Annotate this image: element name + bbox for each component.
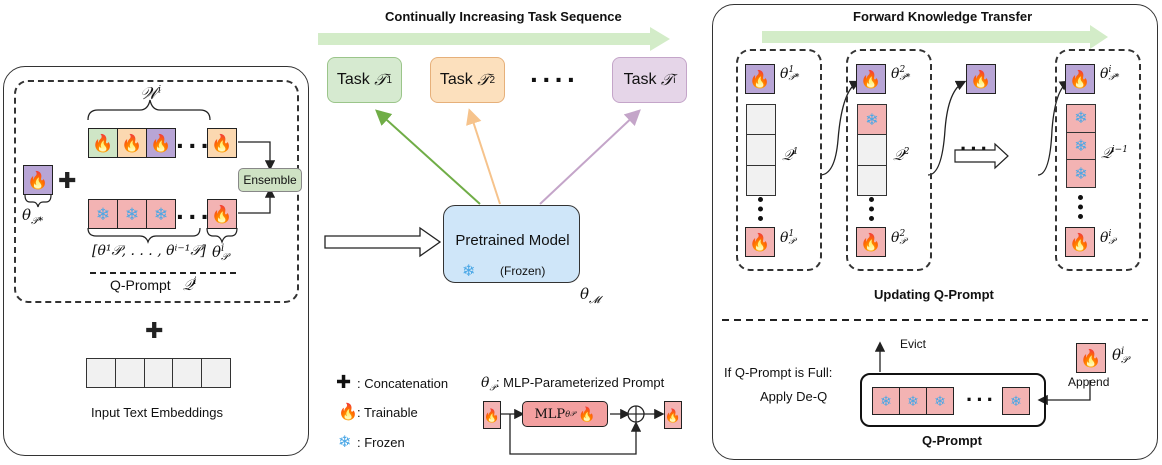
queue-column: ❄ [857,104,887,196]
queue-box: ❄ [872,387,900,415]
plus-icon: ✚ [58,168,77,193]
queue-box: ❄ [926,387,954,415]
weight-box: 🔥 [207,128,237,158]
theta-m-label: θ𝓜 [580,285,601,306]
vertical-ellipsis [758,197,769,221]
ellipsis: ··· [176,130,213,161]
append-label: Append [1068,375,1110,389]
weight-box: 🔥 [146,128,176,158]
theta-star-label: θ𝒫* [22,206,44,227]
left-panel [3,66,309,456]
col2-q-label: 𝒬2 [893,146,910,164]
arrow-to-task2 [466,108,501,205]
mlp-legend-title: θ𝒫: MLP-Parameterized Prompt [481,375,665,394]
theta-star-box: 🔥 [745,64,775,94]
fire-icon: 🔥 [338,404,358,421]
ellipsis: ··· [966,387,997,412]
arrow-to-taski [539,109,641,205]
theta-star-box: 🔥 [856,64,886,94]
arrow-to-task1 [375,109,481,205]
mlp-input-box: 🔥 [483,401,501,429]
step-1-group [736,49,822,271]
evict-label: Evict [900,337,927,351]
dequeue-text: Apply De-Q [760,389,828,404]
queue-box: ❄ [146,199,176,229]
mlp-output-box: 🔥 [664,401,682,429]
forward-arrow [762,25,1108,49]
theta-star-box: 🔥 [23,165,53,195]
input-embeddings [86,358,231,388]
updating-title: Updating Q-Prompt [874,287,994,302]
vertical-ellipsis [1078,195,1089,219]
queue-column: ❄ ❄ ❄ [1066,104,1096,189]
col3-q-label: 𝒬i−1 [1101,144,1128,162]
legend-trainable: : Trainable [357,405,418,420]
weight-box: 🔥 [117,128,147,158]
input-arrow [324,226,442,258]
sequence-arrow [318,27,670,51]
legend-concat: : Concatenation [357,376,449,391]
queue-box: ❄ [899,387,927,415]
ensemble-box: Ensemble [238,168,302,192]
pretrained-model-box: Pretrained Model ❄ (Frozen) [443,205,580,283]
step-i-group [1055,49,1141,271]
q-prompt-label: Q-Prompt 𝒬i [110,276,197,294]
model-name: Pretrained Model [455,232,570,249]
theta-box: 🔥 [856,227,886,257]
bottom-qprompt-title: Q-Prompt [922,433,982,448]
plus-icon: ✚ [336,372,352,392]
ellipsis: ···· [530,64,580,95]
full-condition-text: If Q-Prompt is Full: [724,365,833,380]
plus-icon: ✚ [145,318,164,343]
queue-column [746,104,776,196]
queue-box-current: 🔥 [207,199,237,229]
bottom-qprompt-box [860,373,1046,427]
right-panel [712,4,1158,460]
w-label: 𝒲i [140,84,162,104]
legend-frozen: : Frozen [357,435,405,450]
theta-box: 🔥 [745,227,775,257]
sequence-title: Continually Increasing Task Sequence [385,9,622,24]
theta-star-box: 🔥 [966,64,996,94]
ellipsis: ··· [960,136,991,161]
model-state: (Frozen) [500,264,546,278]
weight-box: 🔥 [88,128,118,158]
embeddings-label: Input Text Embeddings [91,405,224,420]
vertical-ellipsis [869,197,880,221]
queue-box: ❄ [117,199,147,229]
forward-title: Forward Knowledge Transfer [853,9,1033,24]
snowflake-icon: ❄ [338,434,352,451]
frozen-icon: ❄ [462,263,476,280]
queue-box: ❄ [1002,387,1030,415]
append-box: 🔥 [1076,343,1106,373]
step-2-group [846,49,932,271]
theta-box: 🔥 [1065,227,1095,257]
ellipsis: ··· [176,201,213,232]
queue-box: ❄ [88,199,118,229]
queue-bracket-label: [θ¹𝒫, . . . , θⁱ⁻¹𝒫] [92,243,206,259]
theta-star-box: 🔥 [1065,64,1095,94]
col1-q-label: 𝒬1 [782,146,799,164]
